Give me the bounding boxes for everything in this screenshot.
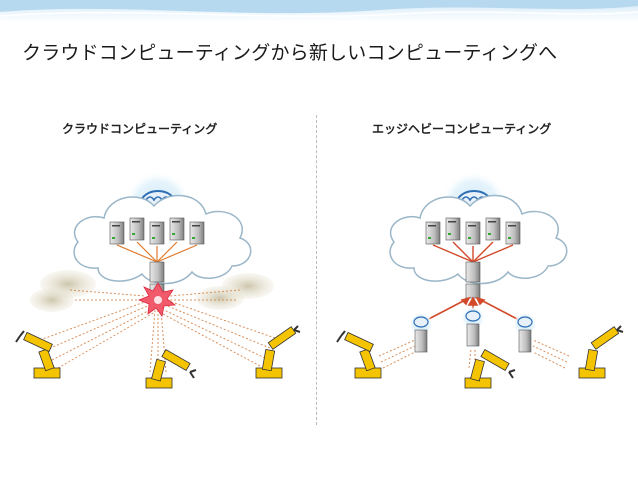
industrial-robot-arm-icon (145, 348, 197, 389)
server-icon (485, 217, 501, 241)
edge-node (513, 312, 537, 353)
server-icon (518, 329, 532, 353)
industrial-robot-arm-icon (336, 330, 382, 379)
server-rack (425, 217, 521, 245)
panel-heading-edge-heavy-computing: エッジヘビーコンピューティング (372, 122, 552, 136)
server-rack (109, 217, 205, 245)
server-icon (169, 217, 185, 241)
server-icon (465, 221, 481, 245)
industrial-robot-arm-icon (464, 348, 516, 389)
server-icon (109, 221, 125, 245)
header-wave-decoration (0, 0, 638, 18)
panel-divider (316, 115, 317, 425)
edge-node (409, 312, 433, 353)
brain-icon (413, 316, 429, 328)
industrial-robot-arm-icon (578, 325, 624, 379)
header-band (0, 0, 638, 22)
cloud-uplink-arrows (432, 241, 514, 263)
router-icon (465, 261, 481, 299)
server-icon (466, 323, 480, 347)
server-icon (129, 217, 145, 241)
brain-icon (465, 310, 481, 322)
local-traffic-lines (378, 339, 570, 369)
industrial-robot-arm-icon (255, 325, 301, 379)
server-icon (414, 329, 428, 353)
edge-heavy-computing-diagram (336, 171, 624, 389)
slide-title: クラウドコンピューティングから新しいコンピューティングへ (22, 42, 558, 64)
edge-node (461, 306, 485, 347)
congested-traffic-lines (39, 289, 276, 373)
collision-burst-icon (137, 282, 177, 317)
cloud-computing-diagram (15, 171, 301, 389)
server-icon (445, 217, 461, 241)
server-icon (425, 221, 441, 245)
server-icon (149, 221, 165, 245)
panel-heading-cloud-computing: クラウドコンピューティング (62, 122, 218, 136)
server-icon (505, 221, 521, 245)
industrial-robot-arm-icon (15, 330, 61, 379)
server-icon (189, 221, 205, 245)
cloud-uplink-arrows (116, 241, 198, 263)
brain-icon (517, 316, 533, 328)
